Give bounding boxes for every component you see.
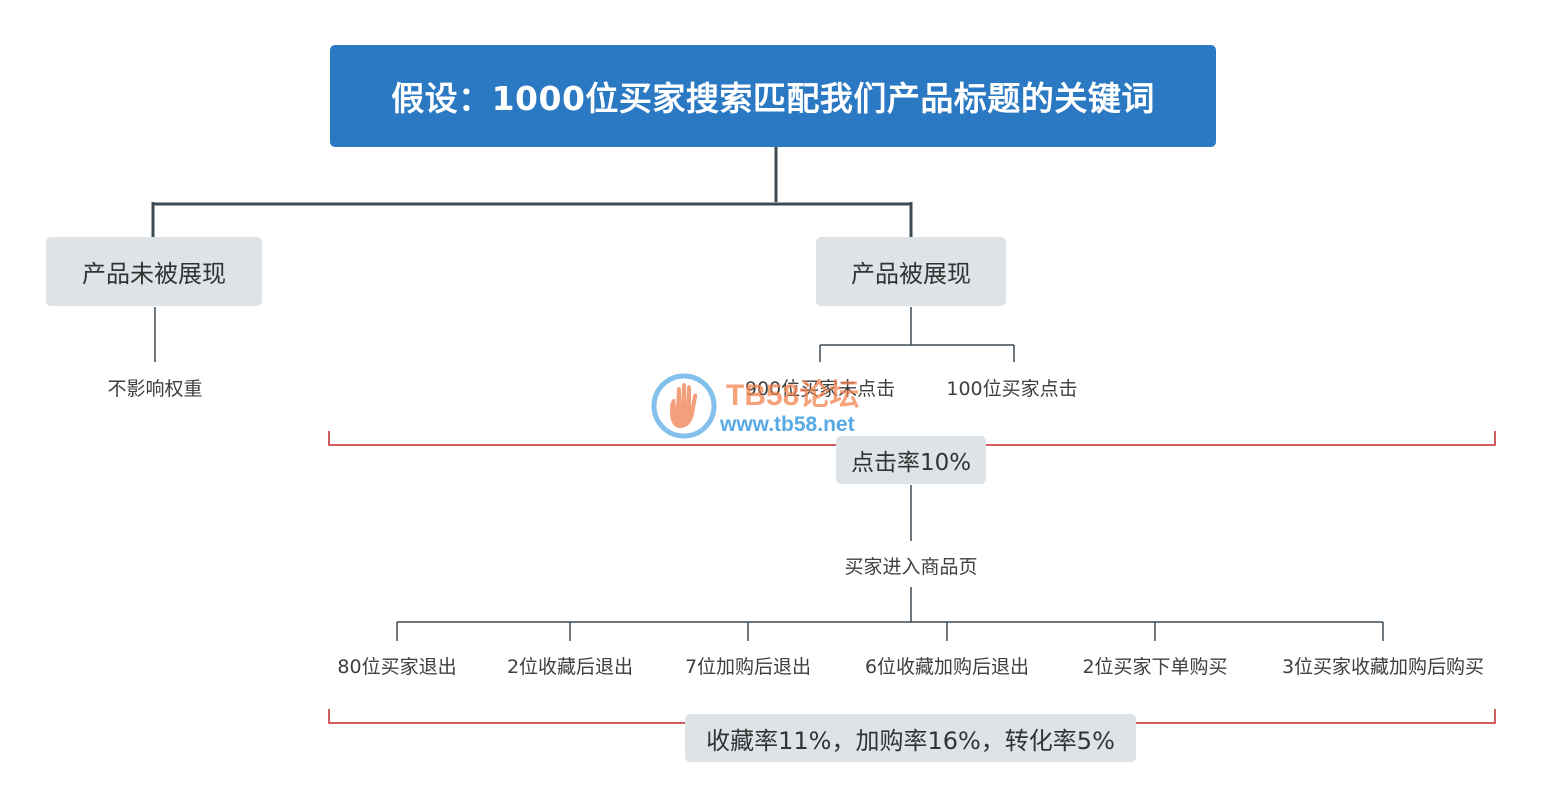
node-product-shown[interactable]: 产品被展现 [816, 237, 1006, 306]
node-no-weight-impact-label: 不影响权重 [107, 377, 203, 400]
node-outcome-label: 7位加购后退出 [684, 655, 812, 678]
node-outcome-fav-cart-exit[interactable]: 6位收藏加购后退出 [852, 650, 1042, 680]
node-summary-rates-label: 收藏率11%，加购率16%，转化率5% [706, 726, 1115, 755]
node-outcome-exit[interactable]: 80位买家退出 [322, 650, 472, 680]
watermark: TB58论坛 www.tb58.net [650, 370, 910, 442]
node-not-clicked-label: 900位买家未点击 [744, 377, 896, 400]
node-product-shown-label: 产品被展现 [851, 260, 971, 288]
watermark-url: www.tb58.net [720, 413, 855, 436]
node-outcome-label: 3位买家收藏加购后购买 [1281, 655, 1485, 678]
node-clicked-label: 100位买家点击 [946, 377, 1078, 400]
node-no-weight-impact[interactable]: 不影响权重 [95, 372, 215, 402]
node-click-rate-label: 点击率10% [850, 450, 972, 476]
node-summary-rates[interactable]: 收藏率11%，加购率16%，转化率5% [685, 714, 1136, 762]
watermark-title: TB58论坛 [726, 379, 860, 412]
node-outcome-fav-exit[interactable]: 2位收藏后退出 [495, 650, 645, 680]
node-enter-product-page[interactable]: 买家进入商品页 [836, 550, 986, 580]
node-outcome-label: 2位买家下单购买 [1082, 655, 1228, 678]
root-node[interactable]: 假设：1000位买家搜索匹配我们产品标题的关键词 [330, 45, 1216, 147]
node-click-rate[interactable]: 点击率10% [836, 436, 986, 484]
node-product-not-shown[interactable]: 产品未被展现 [46, 237, 262, 306]
node-enter-product-page-label: 买家进入商品页 [844, 555, 978, 578]
node-outcome-label: 2位收藏后退出 [506, 655, 634, 678]
node-outcome-label: 6位收藏加购后退出 [864, 655, 1030, 678]
node-outcome-cart-exit[interactable]: 7位加购后退出 [673, 650, 823, 680]
node-not-clicked[interactable]: 900位买家未点击 [735, 372, 905, 402]
hand-logo-icon [651, 373, 717, 439]
root-title: 假设：1000位买家搜索匹配我们产品标题的关键词 [391, 79, 1155, 118]
node-product-not-shown-label: 产品未被展现 [82, 260, 226, 288]
node-outcome-fav-cart-buy[interactable]: 3位买家收藏加购后购买 [1268, 650, 1498, 680]
node-clicked[interactable]: 100位买家点击 [937, 372, 1087, 402]
node-outcome-label: 80位买家退出 [337, 655, 457, 678]
node-outcome-order[interactable]: 2位买家下单购买 [1070, 650, 1240, 680]
